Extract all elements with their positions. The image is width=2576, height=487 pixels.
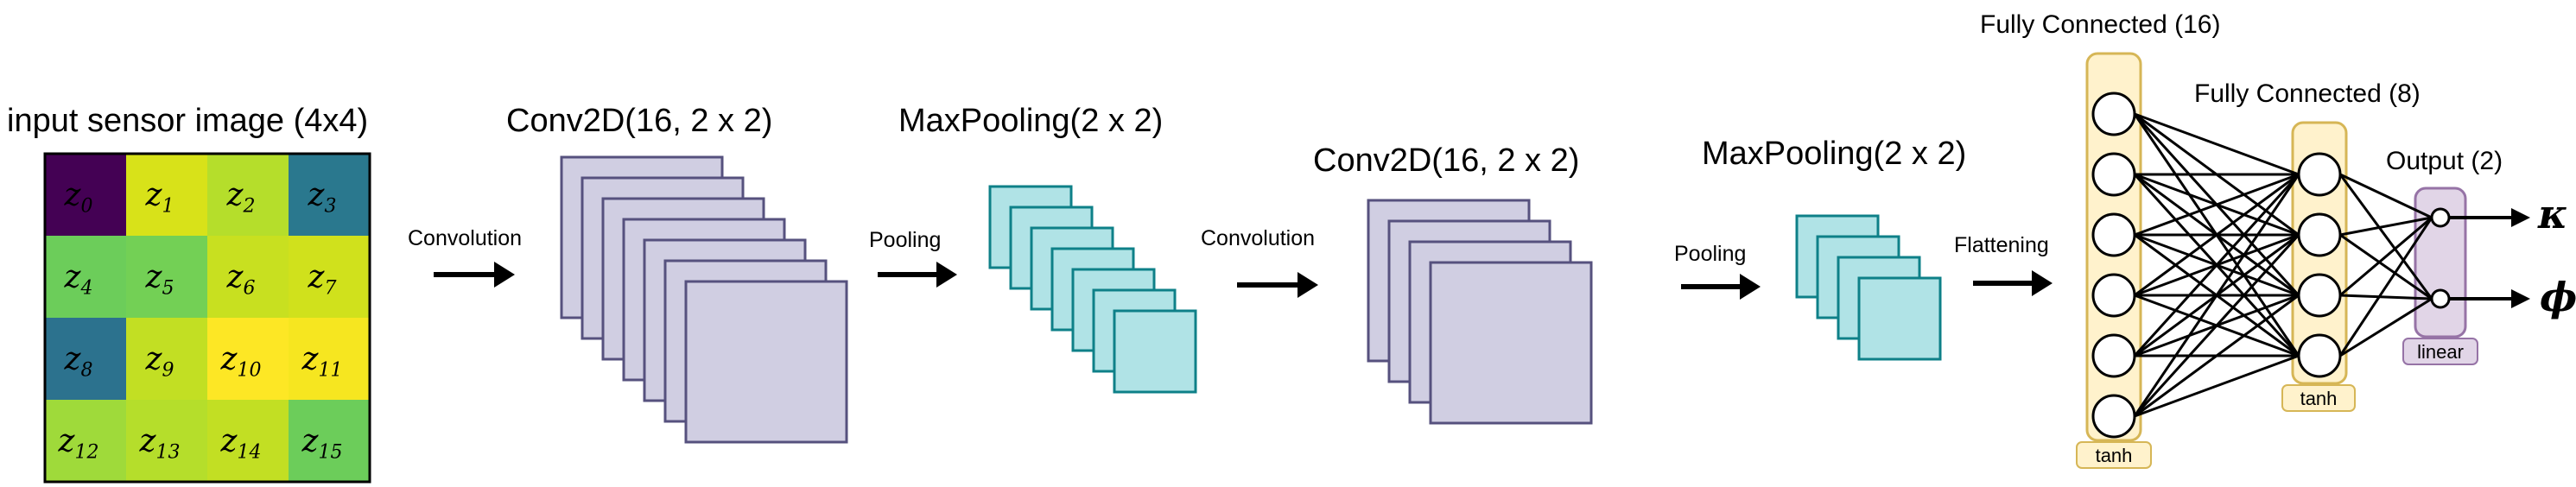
connection-line: [2339, 233, 2433, 300]
arrow-pooling-1: [878, 262, 957, 288]
fc8-neuron: [2297, 273, 2342, 318]
connection-line: [2339, 294, 2433, 300]
fc16-neuron: [2091, 333, 2136, 378]
input-cell-label: z4: [64, 260, 93, 300]
input-cell: [126, 318, 207, 400]
dense-network: [2085, 52, 2530, 442]
output-kappa: κ: [2537, 191, 2567, 237]
arrow-label-pooling-2: Pooling: [1674, 242, 1746, 266]
connection-line: [2338, 217, 2433, 357]
pool2-feature-map: [1857, 276, 1942, 361]
input-cell: [289, 154, 370, 236]
fc16-neuron: [2091, 152, 2136, 197]
arrow-label-flattening: Flattening: [1954, 233, 2049, 257]
arrow-flattening: [1973, 270, 2053, 296]
fc16-activation-label: tanh: [2096, 445, 2133, 466]
input-grid-border: [43, 152, 371, 484]
fc8-neuron: [2297, 152, 2342, 197]
connection-line: [2339, 216, 2433, 297]
fc16-neuron: [2091, 92, 2136, 136]
input-title: input sensor image (4x4): [7, 103, 368, 139]
connection-line: [2134, 112, 2300, 176]
input-cell: [289, 400, 370, 482]
connection-line: [2133, 174, 2300, 417]
connection-line: [2133, 173, 2300, 357]
input-cell: [126, 236, 207, 318]
pool2-title: MaxPooling(2 x 2): [1702, 136, 1966, 172]
fc8-neuron: [2297, 212, 2342, 257]
input-cell: [207, 236, 289, 318]
input-cell: [207, 400, 289, 482]
fc8-activation-box: [2281, 384, 2356, 412]
connection-line: [2134, 173, 2300, 237]
pool2-stack: [1795, 214, 1942, 361]
fc8-title: Fully Connected (8): [2194, 79, 2421, 108]
input-cell: [289, 318, 370, 400]
output-activation-box: [2402, 338, 2478, 365]
arrow-label-convolution-2: Convolution: [1201, 226, 1315, 250]
conv2-feature-map: [1429, 261, 1593, 425]
input-cell-label: z9: [145, 342, 174, 382]
arrow-convolution-1: [434, 262, 515, 288]
conv2-stack: [1367, 199, 1593, 425]
pool1-stack: [988, 185, 1197, 394]
conv1-title: Conv2D(16, 2 x 2): [506, 103, 772, 139]
conv2-title: Conv2D(16, 2 x 2): [1313, 142, 1579, 179]
arrow-label-convolution-1: Convolution: [408, 226, 522, 250]
input-cell: [45, 318, 126, 400]
connection-line: [2134, 354, 2300, 418]
connection-line: [2134, 173, 2300, 297]
arrow-convolution-2: [1237, 272, 1318, 298]
output-arrowhead: [2511, 208, 2530, 227]
input-cell: [207, 318, 289, 400]
input-cell: [207, 154, 289, 236]
output-activation-label: linear: [2417, 341, 2464, 363]
connection-line: [2339, 216, 2433, 237]
input-cell: [45, 236, 126, 318]
connection-line: [2339, 297, 2433, 357]
input-cell: [126, 400, 207, 482]
connection-line: [2339, 173, 2433, 219]
fc16-neuron: [2091, 212, 2136, 257]
output-phi: ϕ: [2540, 274, 2576, 320]
pool1-feature-map: [1113, 309, 1197, 394]
output-arrowhead: [2511, 289, 2530, 308]
input-cell-label: z2: [226, 178, 256, 218]
fc8-neuron: [2297, 333, 2342, 378]
fc16-neuron: [2091, 394, 2136, 439]
connection-line: [2133, 233, 2300, 418]
pool1-title: MaxPooling(2 x 2): [898, 103, 1163, 139]
connection-line: [2338, 174, 2433, 300]
arrow-label-pooling-1: Pooling: [869, 228, 941, 252]
input-cell: [289, 236, 370, 318]
arrow-pooling-2: [1681, 274, 1761, 300]
fc16-title: Fully Connected (16): [1980, 10, 2220, 39]
output-neuron: [2430, 207, 2451, 228]
conv1-stack: [560, 155, 848, 444]
input-cell: [126, 154, 207, 236]
conv1-feature-map: [684, 280, 848, 444]
input-cell: [45, 400, 126, 482]
fc8-activation-label: tanh: [2300, 388, 2338, 409]
input-cell: [45, 154, 126, 236]
connection-line: [2134, 294, 2300, 418]
output-neuron: [2430, 288, 2451, 309]
fc16-neuron: [2091, 273, 2136, 318]
fc16-activation-box: [2076, 441, 2152, 469]
output-title: Output (2): [2386, 147, 2503, 175]
connections: [2133, 112, 2433, 418]
